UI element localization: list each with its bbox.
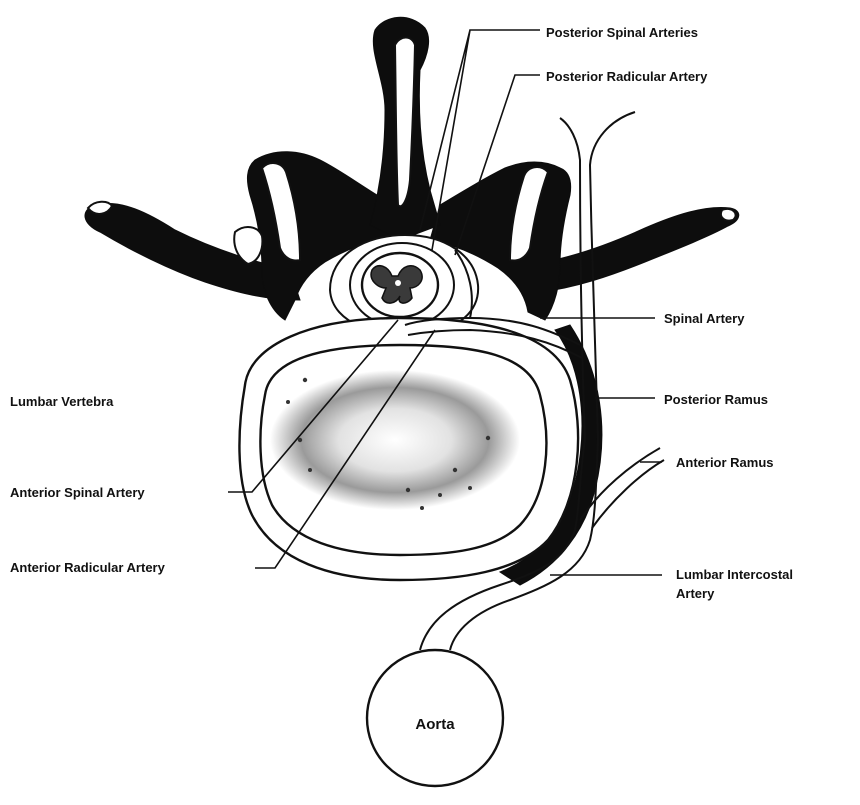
label-anterior-radicular-artery: Anterior Radicular Artery (10, 560, 166, 575)
label-anterior-spinal-artery: Anterior Spinal Artery (10, 485, 145, 500)
right-transverse-process (540, 207, 739, 292)
vertebral-body (239, 318, 601, 585)
label-posterior-radicular-artery: Posterior Radicular Artery (546, 69, 708, 84)
central-canal (395, 280, 401, 286)
label-aorta: Aorta (415, 716, 455, 733)
nucleus-shading (270, 370, 520, 510)
label-spinal-artery: Spinal Artery (664, 311, 745, 326)
label-anterior-ramus: Anterior Ramus (676, 455, 774, 470)
label-lumbar-intercostal-line2: Artery (676, 586, 715, 601)
label-posterior-ramus: Posterior Ramus (664, 392, 768, 407)
label-lumbar-intercostal-line1: Lumbar Intercostal (676, 567, 793, 582)
label-posterior-spinal-arteries: Posterior Spinal Arteries (546, 25, 698, 40)
right-transverse-tip (721, 209, 736, 221)
label-lumbar-vertebra: Lumbar Vertebra (10, 394, 114, 409)
